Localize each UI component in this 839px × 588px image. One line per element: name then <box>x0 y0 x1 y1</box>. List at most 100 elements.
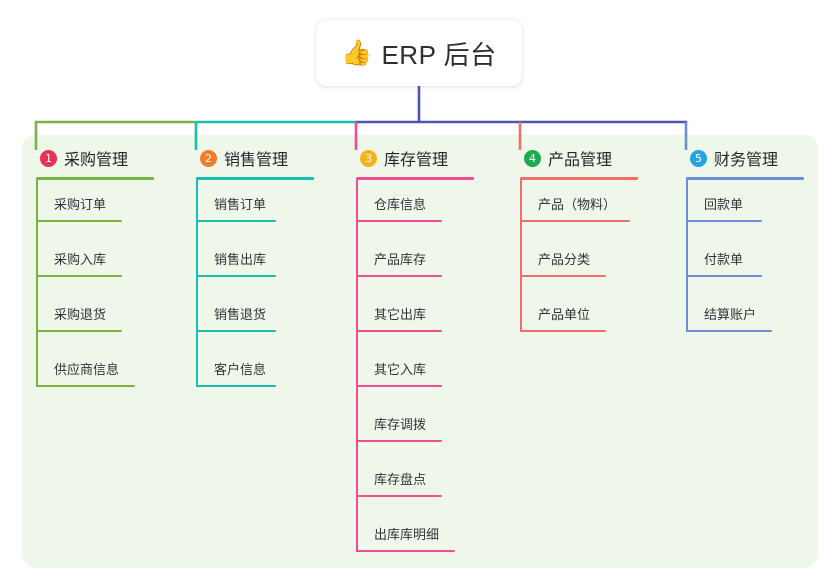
branch-column-2: 2 销售管理销售订单销售出库销售退货客户信息 <box>182 145 314 400</box>
branch-item[interactable]: 采购入库 <box>22 235 154 290</box>
thumbs-up-emoji: 👍 <box>341 38 373 67</box>
branch-title-2: 销售管理 <box>224 152 289 169</box>
branch-badge-3: 3 <box>360 149 377 167</box>
branch-header-2[interactable]: 2 销售管理 <box>182 145 314 171</box>
branch-trunk-2 <box>196 180 198 387</box>
branch-item-rule <box>36 220 122 222</box>
branch-item-rule <box>356 495 442 497</box>
branch-item-label: 库存调拨 <box>374 417 427 432</box>
branch-trunk-5 <box>686 180 688 332</box>
branch-body-1: 采购订单采购入库采购退货供应商信息 <box>22 180 154 400</box>
branch-header-rule-5 <box>686 177 804 180</box>
branch-item[interactable]: 采购退货 <box>22 290 154 345</box>
branch-item[interactable]: 其它出库 <box>342 290 474 345</box>
branch-item-label: 采购入库 <box>54 252 107 267</box>
branch-item-label: 回款单 <box>704 197 744 212</box>
branch-item[interactable]: 付款单 <box>672 235 804 290</box>
branch-item-label: 产品分类 <box>538 252 591 267</box>
branch-badge-2: 2 <box>200 149 217 167</box>
branch-item-label: 客户信息 <box>214 362 267 377</box>
branch-item[interactable]: 出库库明细 <box>342 510 474 565</box>
branch-title-1: 采购管理 <box>64 152 129 169</box>
branch-item-label: 其它出库 <box>374 307 427 322</box>
branch-header-rule-3 <box>356 177 474 180</box>
branch-item-rule <box>356 220 442 222</box>
branch-item-label: 销售出库 <box>214 252 267 267</box>
branch-header-1[interactable]: 1 采购管理 <box>22 145 154 171</box>
branch-item-label: 产品（物料） <box>538 197 617 212</box>
branch-column-1: 1 采购管理采购订单采购入库采购退货供应商信息 <box>22 145 154 400</box>
branch-item[interactable]: 产品库存 <box>342 235 474 290</box>
branch-item-label: 采购订单 <box>54 197 107 212</box>
branch-item[interactable]: 仓库信息 <box>342 180 474 235</box>
branch-header-3[interactable]: 3 库存管理 <box>342 145 474 171</box>
branch-item-label: 付款单 <box>704 252 744 267</box>
branch-body-2: 销售订单销售出库销售退货客户信息 <box>182 180 314 400</box>
branch-item-label: 销售订单 <box>214 197 267 212</box>
branch-trunk-3 <box>356 180 358 552</box>
branch-item-rule <box>686 330 772 332</box>
branch-item-rule <box>356 385 442 387</box>
branch-item[interactable]: 库存调拨 <box>342 400 474 455</box>
branch-title-3: 库存管理 <box>384 152 449 169</box>
branch-item[interactable]: 采购订单 <box>22 180 154 235</box>
branch-item-rule <box>356 440 442 442</box>
branch-item-rule <box>196 385 276 387</box>
branch-item-rule <box>356 550 455 552</box>
branch-item[interactable]: 产品分类 <box>506 235 638 290</box>
branch-item-label: 结算账户 <box>704 307 757 322</box>
branch-item-label: 产品单位 <box>538 307 591 322</box>
branch-item[interactable]: 销售订单 <box>182 180 314 235</box>
branch-column-4: 4 产品管理产品（物料） 产品分类产品单位 <box>506 145 638 345</box>
branch-item-label: 采购退货 <box>54 307 107 322</box>
branch-badge-1: 1 <box>40 149 57 167</box>
branch-item[interactable]: 回款单 <box>672 180 804 235</box>
branch-header-rule-2 <box>196 177 314 180</box>
branch-item[interactable]: 客户信息 <box>182 345 314 400</box>
branch-badge-4: 4 <box>524 149 541 167</box>
root-node-content: 👍 ERP 后台 <box>341 35 496 72</box>
branch-body-3: 仓库信息产品库存其它出库其它入库库存调拨库存盘点出库库明细 <box>342 180 474 565</box>
branch-header-4[interactable]: 4 产品管理 <box>506 145 638 171</box>
branch-item-label: 供应商信息 <box>54 362 120 377</box>
root-title: ERP 后台 <box>381 39 497 70</box>
branch-title-4: 产品管理 <box>548 152 613 169</box>
branch-item-rule <box>356 330 442 332</box>
branch-item[interactable]: 销售退货 <box>182 290 314 345</box>
branch-item[interactable]: 销售出库 <box>182 235 314 290</box>
branch-item-rule <box>686 275 762 277</box>
branch-item-rule <box>356 275 442 277</box>
branch-item-rule <box>36 275 122 277</box>
branch-item-label: 库存盘点 <box>374 472 427 487</box>
branch-item-rule <box>36 330 122 332</box>
branch-body-4: 产品（物料） 产品分类产品单位 <box>506 180 638 345</box>
branch-column-3: 3 库存管理仓库信息产品库存其它出库其它入库库存调拨库存盘点出库库明细 <box>342 145 474 565</box>
branch-header-rule-1 <box>36 177 154 180</box>
branch-item-rule <box>520 220 630 222</box>
branch-item[interactable]: 供应商信息 <box>22 345 154 400</box>
branch-item[interactable]: 产品（物料） <box>506 180 638 235</box>
branch-item-label: 其它入库 <box>374 362 427 377</box>
branch-item[interactable]: 库存盘点 <box>342 455 474 510</box>
branch-item[interactable]: 其它入库 <box>342 345 474 400</box>
branch-header-rule-4 <box>520 177 638 180</box>
branch-item-label: 仓库信息 <box>374 197 427 212</box>
branch-item[interactable]: 产品单位 <box>506 290 638 345</box>
branch-item-rule <box>196 330 276 332</box>
branch-trunk-4 <box>520 180 522 332</box>
branch-trunk-1 <box>36 180 38 387</box>
root-node[interactable]: 👍 ERP 后台 <box>316 20 522 86</box>
branch-item-rule <box>520 275 606 277</box>
branch-item-rule <box>196 275 276 277</box>
branch-item[interactable]: 结算账户 <box>672 290 804 345</box>
branch-item-rule <box>36 385 135 387</box>
branch-item-rule <box>686 220 762 222</box>
branch-item-label: 销售退货 <box>214 307 267 322</box>
branch-item-rule <box>196 220 276 222</box>
branch-title-5: 财务管理 <box>714 152 779 169</box>
branch-item-label: 出库库明细 <box>374 527 440 542</box>
